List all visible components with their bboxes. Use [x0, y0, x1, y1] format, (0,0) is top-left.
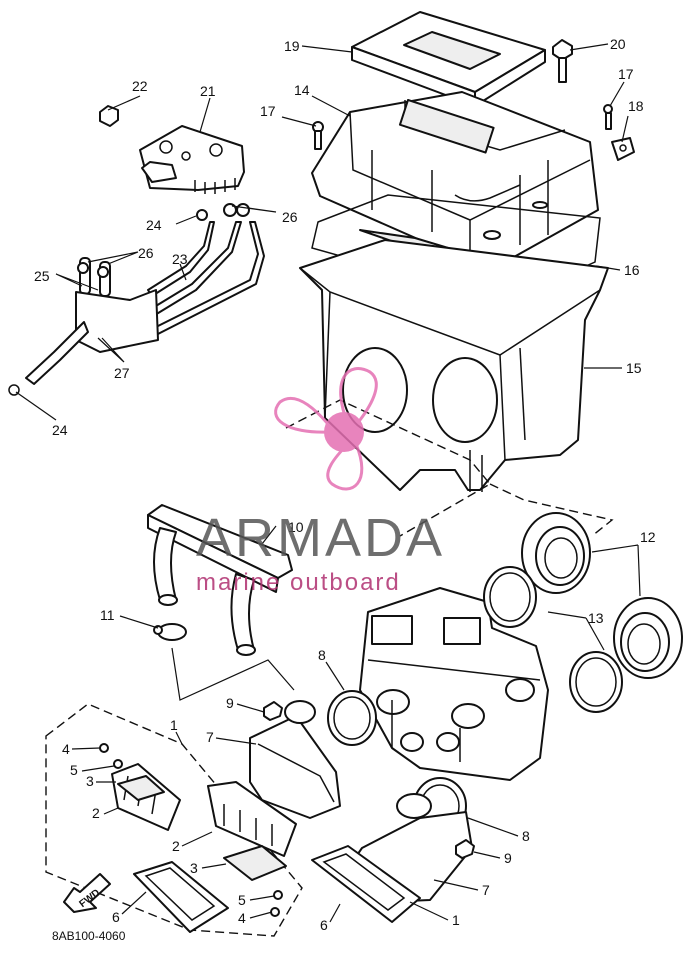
intake-manifold-7-upper — [249, 700, 341, 819]
callout-6-left: 6 — [112, 909, 120, 925]
callout-2-upper: 2 — [92, 805, 100, 821]
callout-25: 25 — [34, 268, 50, 284]
callout-14: 14 — [294, 82, 310, 98]
reed-stopper-3 — [117, 775, 287, 881]
callout-26-left: 26 — [138, 245, 154, 261]
air-filter-element-19 — [351, 11, 546, 107]
watermark-tagline: marine outboard — [196, 569, 401, 596]
drawing-code: 8AB100-4060 — [52, 929, 126, 943]
callout-10: 10 — [288, 519, 304, 535]
clip-24-upper — [196, 209, 208, 221]
air-box-cover-14 — [311, 91, 599, 263]
callout-1-lower: 1 — [452, 912, 460, 928]
watermark-logo: ARMADA marine outboard — [196, 367, 445, 596]
screw-17-left — [312, 121, 324, 150]
callout-22: 22 — [132, 78, 148, 94]
callout-5-upper: 5 — [70, 762, 78, 778]
callout-9-lower: 9 — [504, 850, 512, 866]
hose-clip-11 — [153, 623, 187, 641]
leader-lines — [15, 43, 641, 923]
callout-19: 19 — [284, 38, 300, 54]
callout-17-right: 17 — [618, 66, 634, 82]
callout-4-lower: 4 — [238, 910, 246, 926]
fwd-arrow-icon — [63, 873, 111, 913]
band-clamp-13-lower — [569, 651, 623, 713]
watermark-brand: ARMADA — [196, 508, 445, 568]
gasket-6-left — [133, 861, 229, 933]
callout-3-lower: 3 — [190, 860, 198, 876]
callout-9-upper: 9 — [226, 695, 234, 711]
callout-18: 18 — [628, 98, 644, 114]
callout-6-right: 6 — [320, 917, 328, 933]
bolt-9-upper — [263, 701, 283, 721]
intake-silencer-10 — [147, 504, 293, 656]
bolt-20 — [552, 39, 573, 83]
callout-numbers: 19 20 14 17 17 18 16 15 22 21 24 26 26 2… — [34, 36, 656, 933]
callout-13: 13 — [588, 610, 604, 626]
oil-hoses-23 — [145, 221, 265, 337]
callout-8-lower: 8 — [522, 828, 530, 844]
screw-17-right — [603, 104, 613, 130]
callout-2-lower: 2 — [172, 838, 180, 854]
callout-24-upper: 24 — [146, 217, 162, 233]
hose-joints-25 — [75, 257, 159, 353]
callout-5-lower: 5 — [238, 892, 246, 908]
callout-16: 16 — [624, 262, 640, 278]
callout-17-left: 17 — [260, 103, 276, 119]
gasket-6-right — [311, 845, 421, 923]
callout-7-upper: 7 — [206, 729, 214, 745]
reed-valve-2-right — [207, 781, 297, 857]
propeller-icon — [274, 367, 378, 491]
callout-4-upper: 4 — [62, 741, 70, 757]
callout-20: 20 — [610, 36, 626, 52]
carburetor-block — [359, 587, 549, 781]
oil-pump-21 — [139, 125, 245, 194]
callout-21: 21 — [200, 83, 216, 99]
callout-7-lower: 7 — [482, 882, 490, 898]
nut-22 — [99, 105, 119, 127]
callout-23: 23 — [172, 251, 188, 267]
callout-3-upper: 3 — [86, 773, 94, 789]
clamp-8-upper — [327, 690, 377, 746]
rubber-joint-12-upper — [521, 512, 591, 594]
reed-valve-assembly-1-outline — [45, 703, 303, 937]
screw-4-5 — [99, 743, 283, 917]
callout-15: 15 — [626, 360, 642, 376]
callout-27: 27 — [114, 365, 130, 381]
clip-18 — [611, 137, 635, 161]
air-box-case-15 — [299, 239, 609, 492]
callout-12: 12 — [640, 529, 656, 545]
clamps-26 — [77, 203, 250, 278]
band-clamp-13-upper — [483, 566, 537, 628]
bolt-9-lower — [455, 839, 475, 859]
callout-1-upper: 1 — [170, 717, 178, 733]
callout-11: 11 — [100, 607, 115, 623]
callout-24-lower: 24 — [52, 422, 68, 438]
feed-hose-24 — [8, 321, 89, 396]
callout-8-upper: 8 — [318, 647, 326, 663]
rubber-joint-12-lower — [613, 597, 683, 679]
callout-26-right: 26 — [282, 209, 298, 225]
